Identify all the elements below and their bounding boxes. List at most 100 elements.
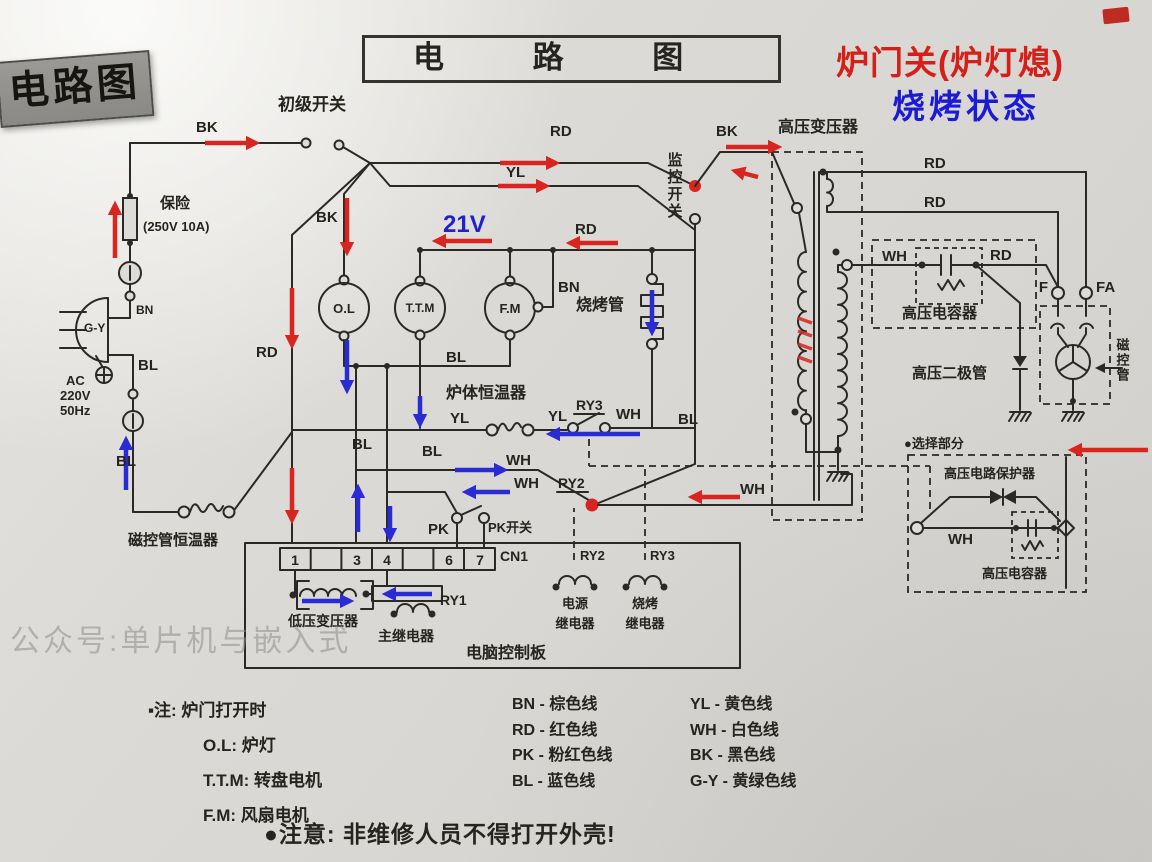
legend-wh: WH - 白色线	[690, 721, 779, 739]
wire-label-rd-left: RD	[256, 344, 278, 361]
hv-capacitor-label: 高压电容器	[902, 304, 978, 322]
grill-heater	[640, 273, 664, 429]
hv-capacitor2-label: 高压电容器	[982, 566, 1048, 581]
notes-block: ▪注: 炉门打开时 O.L: 炉灯 T.T.M: 转盘电机 F.M: 风扇电机	[148, 696, 322, 836]
watermark: 公众号:单片机与嵌入式	[10, 625, 352, 658]
safety-warning: ●注意: 非维修人员不得打开外壳!	[264, 821, 616, 847]
wire-label-rd-top: RD	[550, 123, 572, 140]
red-corner-mark	[1102, 6, 1130, 25]
grill-heater-label: 烧烤管	[576, 295, 624, 314]
ac-label-2: 220V	[60, 388, 91, 403]
hv-capacitor	[861, 239, 1059, 422]
ac-label-3: 50Hz	[60, 403, 91, 418]
cavity-thermostat-label: 炉体恒温器	[446, 383, 527, 402]
control-board	[244, 542, 741, 669]
photo-corner-tag: 电路图	[0, 50, 155, 128]
turntable-motor	[394, 275, 446, 341]
door-state-label: 炉门关(炉灯熄)	[836, 44, 1064, 81]
power-relay-label-2: 继电器	[555, 616, 595, 631]
grill-relay-label-1: 烧烤	[632, 596, 658, 611]
wire-label-wh-sec: WH	[882, 248, 907, 265]
ac-label-1: AC	[66, 373, 85, 388]
legend-rd: RD - 红色线	[512, 721, 598, 739]
terminal-f-label: F	[1039, 279, 1048, 296]
magnetron-label: 磁控管	[1115, 337, 1130, 383]
wire-label-wh-ry2: WH	[740, 481, 765, 498]
legend-yl: YL - 黄色线	[690, 696, 773, 713]
wire-label-gy: G-Y	[84, 321, 105, 335]
dashed-relay-links	[573, 439, 931, 560]
note-turntable-motor: T.T.M: 转盘电机	[203, 771, 322, 790]
optional-protector-section	[907, 454, 1087, 593]
wire-label-yl-right: YL	[548, 408, 567, 425]
wire-label-bl-bottom: BL	[116, 453, 136, 470]
cn1-cell-6: 6	[445, 552, 453, 568]
hv-transformer	[771, 151, 1087, 521]
wire-label-wh-ry3: WH	[616, 406, 641, 423]
hv-diode-label: 高压二极管	[912, 364, 987, 382]
wire-label-bl-motor: BL	[446, 349, 466, 366]
wire-label-bn-fan: BN	[558, 279, 580, 296]
wire-label-rd-fil1: RD	[924, 155, 946, 172]
monitor-switch-label: 监控开关	[666, 151, 683, 220]
turntable-motor-text: T.T.M	[406, 301, 435, 315]
current-flow-arrows-blue	[118, 290, 660, 609]
voltage-21v-label: 21V	[443, 211, 486, 238]
notes-heading: ▪注: 炉门打开时	[148, 701, 267, 720]
cn1-cell-1: 1	[291, 552, 299, 568]
note-fan-motor: F.M: 风扇电机	[203, 806, 309, 825]
magnetron-unit	[1039, 171, 1123, 422]
wire-label-bl-plug: BL	[138, 357, 158, 374]
optional-section-label: ●选择部分	[904, 436, 964, 451]
wire-label-bl-mid: BL	[422, 443, 442, 460]
legend-pk: PK - 粉红色线	[512, 747, 613, 764]
legend-bn: BN - 棕色线	[512, 696, 598, 713]
legend-bl: BL - 蓝色线	[512, 772, 596, 790]
mains-input-branch	[59, 142, 302, 519]
wire-label-bk-top: BK	[196, 119, 218, 136]
cn1-cell-3: 3	[353, 552, 361, 568]
legend-bk: BK - 黑色线	[690, 747, 776, 764]
fuse-label: 保险	[159, 194, 191, 212]
main-relay-label: 主继电器	[378, 628, 435, 644]
wire-label-bn-plug: BN	[136, 303, 153, 317]
fan-motor	[484, 275, 544, 341]
monitor-switch	[595, 151, 773, 505]
primary-switch	[300, 137, 371, 164]
note-oven-lamp: O.L: 炉灯	[203, 736, 276, 755]
primary-switch-label: 初级开关	[278, 94, 346, 114]
wire-label-rd-mid: RD	[575, 221, 597, 238]
pk-switch-label: PK开关	[488, 520, 532, 535]
magnetron-thermostat-label: 磁控管恒温器	[128, 531, 219, 549]
diagram-title: 电 路 图	[362, 35, 781, 83]
fuse-rating-label: (250V 10A)	[143, 219, 209, 234]
fan-motor-text: F.M	[500, 301, 521, 316]
wire-label-yl-top: YL	[506, 164, 525, 181]
ry1-label: RY1	[440, 592, 467, 608]
oven-lamp	[318, 274, 370, 342]
terminal-fa-label: FA	[1096, 279, 1115, 296]
wire-label-bl-left: BL	[352, 436, 372, 453]
ry3-relay-label: RY3	[650, 548, 675, 563]
wire-label-yl-left: YL	[450, 410, 469, 427]
wire-label-rd-fil2: RD	[924, 194, 946, 211]
ry2-relay-label: RY2	[580, 548, 605, 563]
control-board-label: 电脑控制板	[466, 643, 547, 662]
power-relay-label-1: 电源	[562, 596, 588, 611]
legend-gy: G-Y - 黄绿色线	[690, 772, 797, 790]
wire-label-bk-hv: BK	[716, 123, 738, 140]
cn1-cell-4: 4	[383, 552, 391, 568]
wire-label-pk: PK	[428, 521, 449, 538]
wire-label-rd-cap: RD	[990, 247, 1012, 264]
cn1-label: CN1	[500, 548, 528, 564]
ry2-contact-label: RY2	[558, 475, 585, 491]
wire-label-bk-mid: BK	[316, 209, 338, 226]
wire-color-legend-col2: YL - 黄色线 WH - 白色线 BK - 黑色线 G-Y - 黄绿色线	[690, 692, 796, 794]
current-flow-arrows-red	[107, 135, 1148, 525]
wire-label-wh-protect: WH	[948, 531, 973, 548]
wire-label-wh-upper: WH	[506, 452, 531, 469]
ry3-contact-label: RY3	[576, 397, 603, 413]
grill-relay-label-2: 继电器	[625, 616, 665, 631]
